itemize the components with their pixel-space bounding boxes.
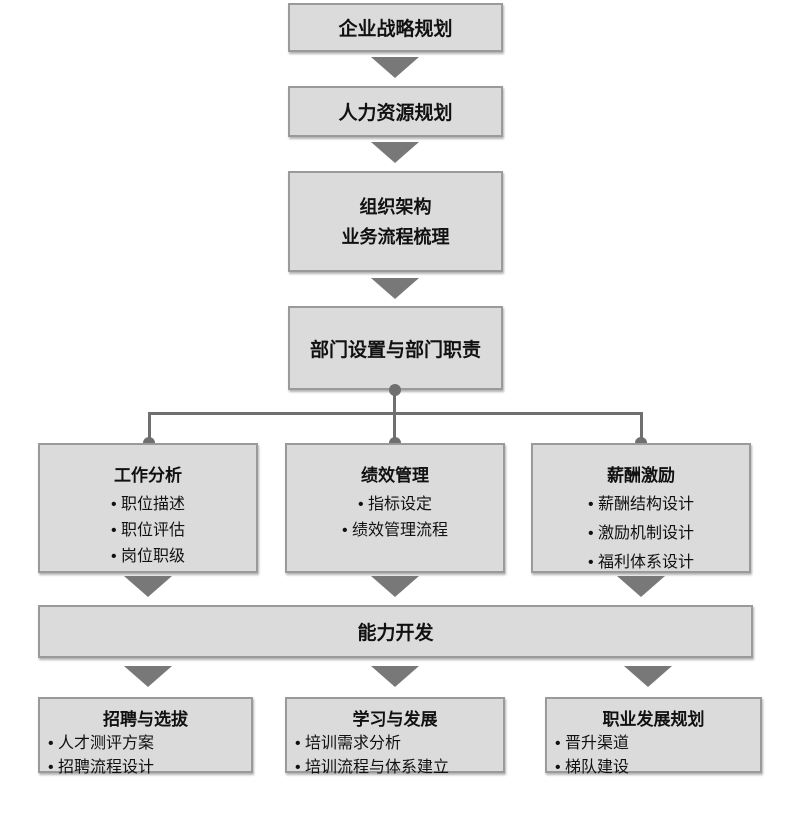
column-title: 薪酬激励 [607,466,675,485]
down-arrow-icon [371,142,419,163]
down-arrow-icon [617,576,665,597]
column-title: 绩效管理 [361,466,429,485]
list-item: 绩效管理流程 [287,518,503,544]
down-arrow-icon [124,576,172,597]
list-item: 薪酬结构设计 [533,490,749,519]
bullet-list: 培训需求分析 培训流程与体系建立 [287,732,503,780]
box-compensation-incentive: 薪酬激励 薪酬结构设计 激励机制设计 福利体系设计 [531,443,751,573]
box-label-line2: 业务流程梳理 [341,226,450,247]
connector-line-vertical [640,412,643,443]
connector-line-vertical [393,412,396,443]
box-label: 人力资源规划 [338,103,453,124]
list-item: 招聘流程设计 [48,756,251,780]
box-label: 企业战略规划 [338,19,453,40]
column-title: 招聘与选拔 [103,710,188,729]
column-title: 职业发展规划 [602,710,705,729]
box-job-analysis: 工作分析 职位描述 职位评估 岗位职级 [38,443,258,573]
box-learning-development: 学习与发展 培训需求分析 培训流程与体系建立 [285,697,505,776]
connector-line-vertical [393,390,396,414]
list-item: 培训流程与体系建立 [295,756,503,780]
box-career-development: 职业发展规划 晋升渠道 梯队建设 [545,697,762,776]
box-label-line1: 组织架构 [359,196,432,217]
bar-label: 能力开发 [357,623,434,644]
box-org-structure-process: 组织架构 业务流程梳理 [288,171,503,272]
list-item: 人才测评方案 [48,732,251,756]
list-item: 激励机制设计 [533,519,749,548]
box-performance-management: 绩效管理 指标设定 绩效管理流程 [285,443,505,573]
column-title: 工作分析 [114,466,182,485]
bullet-list: 人才测评方案 招聘流程设计 [40,732,251,780]
bullet-list: 职位描述 职位评估 岗位职级 [40,492,256,570]
list-item: 职位评估 [40,518,256,544]
box-capability-development: 能力开发 [38,605,753,658]
box-strategic-planning: 企业战略规划 [288,3,503,52]
down-arrow-icon [624,666,672,687]
down-arrow-icon [371,576,419,597]
down-arrow-icon [371,666,419,687]
list-item: 梯队建设 [555,756,760,780]
box-department-setup: 部门设置与部门职责 [288,306,503,390]
down-arrow-icon [371,278,419,299]
down-arrow-icon [124,666,172,687]
connector-line-vertical [148,412,151,443]
box-recruitment-selection: 招聘与选拔 人才测评方案 招聘流程设计 [38,697,253,776]
bullet-list: 指标设定 绩效管理流程 [287,492,503,544]
down-arrow-icon [371,57,419,78]
list-item: 职位描述 [40,492,256,518]
bullet-list: 晋升渠道 梯队建设 [547,732,760,780]
box-label: 部门设置与部门职责 [309,339,481,361]
list-item: 晋升渠道 [555,732,760,756]
box-hr-planning: 人力资源规划 [288,86,503,137]
bullet-list: 薪酬结构设计 激励机制设计 福利体系设计 [533,490,749,577]
list-item: 指标设定 [287,492,503,518]
list-item: 岗位职级 [40,544,256,570]
list-item: 福利体系设计 [533,548,749,577]
column-title: 学习与发展 [352,710,438,729]
list-item: 培训需求分析 [295,732,503,756]
